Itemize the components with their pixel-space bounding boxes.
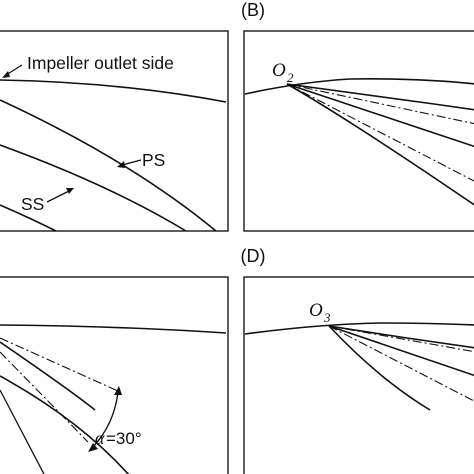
reference-dash-line-1 bbox=[328, 325, 474, 353]
panel-frame bbox=[243, 30, 474, 232]
blade-ss-curve bbox=[0, 375, 130, 474]
outlet-side-curve bbox=[0, 324, 227, 334]
blade-ps-curve bbox=[0, 99, 217, 232]
alpha-value: =30° bbox=[106, 429, 142, 448]
alpha-angle-arc bbox=[91, 391, 119, 449]
outlet-side-curve bbox=[244, 78, 474, 95]
impeller-outlet-label: Impeller outlet side bbox=[27, 53, 174, 73]
blade-ps-curve bbox=[0, 341, 96, 411]
panel-top-right: O 2 bbox=[243, 30, 474, 232]
ps-label: PS bbox=[142, 150, 165, 170]
blade-line-upper bbox=[286, 83, 474, 148]
center-o2-label: O bbox=[272, 60, 286, 81]
alpha-symbol: α bbox=[95, 428, 105, 448]
panel-frame bbox=[0, 30, 229, 232]
panel-bottom-right: O 3 bbox=[243, 276, 474, 474]
ps-leader-line bbox=[121, 159, 142, 166]
blade-line-upper bbox=[328, 325, 474, 377]
panel-frame bbox=[0, 276, 229, 474]
blade-line-steep bbox=[0, 389, 45, 474]
reference-dash-line-2 bbox=[0, 351, 89, 443]
ss-label: SS bbox=[21, 194, 44, 214]
outlet-side-curve bbox=[0, 79, 227, 103]
outlet-side-curve bbox=[244, 322, 474, 335]
blade-line-top-ext bbox=[433, 103, 474, 111]
blade-line-top-ext bbox=[406, 337, 474, 349]
alpha-arrow-head-bottom bbox=[88, 443, 98, 452]
center-o2-subscript: 2 bbox=[287, 70, 294, 85]
center-o3-subscript: 3 bbox=[323, 310, 331, 325]
blade-line-lower bbox=[286, 83, 474, 206]
panel-label-d: (D) bbox=[241, 246, 266, 266]
blade-lower-curve bbox=[0, 204, 57, 232]
alpha-arrow-head-top bbox=[114, 386, 122, 395]
blade-ss-curve bbox=[0, 144, 187, 232]
reference-dash-line-2 bbox=[328, 325, 474, 402]
center-o3-label: O bbox=[309, 300, 323, 321]
reference-dash-line-1 bbox=[286, 83, 474, 125]
reference-dash-line-2 bbox=[286, 83, 474, 182]
panel-frame bbox=[243, 276, 474, 474]
panel-top-left: Impeller outlet side PS SS bbox=[0, 30, 229, 232]
blade-line-lower bbox=[328, 325, 431, 411]
panel-bottom-left: α =30° bbox=[0, 276, 229, 474]
ss-arrow-head bbox=[66, 188, 74, 194]
blade-line-top bbox=[286, 83, 435, 105]
panel-label-b: (B) bbox=[241, 0, 265, 20]
reference-dash-line-1 bbox=[0, 337, 119, 392]
ss-leader-line bbox=[46, 190, 70, 203]
outlet-arrow-head bbox=[2, 71, 10, 78]
ps-arrow-head bbox=[117, 161, 125, 168]
